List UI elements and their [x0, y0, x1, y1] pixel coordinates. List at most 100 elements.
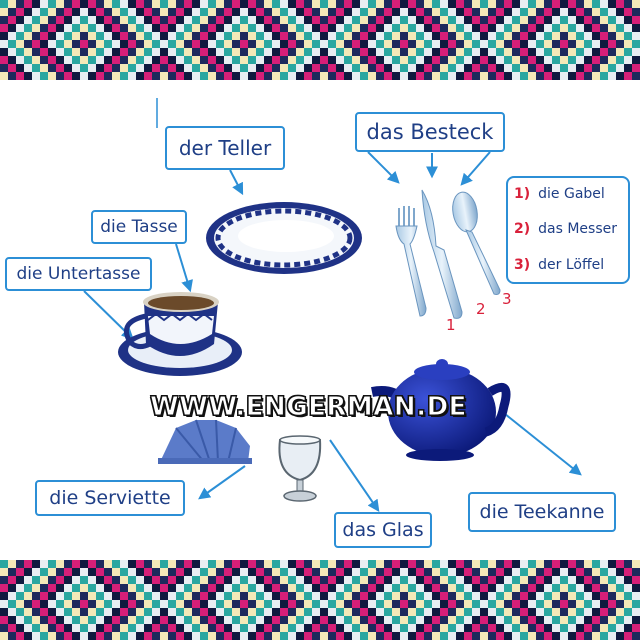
pattern-cell: [344, 16, 352, 24]
pattern-cell: [328, 40, 336, 48]
pattern-cell: [112, 48, 120, 56]
pattern-cell: [288, 592, 296, 600]
pattern-cell: [608, 32, 616, 40]
pattern-cell: [632, 32, 640, 40]
pattern-cell: [152, 32, 160, 40]
pattern-cell: [576, 40, 584, 48]
pattern-cell: [600, 632, 608, 640]
pattern-cell: [72, 624, 80, 632]
pattern-cell: [600, 40, 608, 48]
pattern-cell: [48, 8, 56, 16]
pattern-cell: [312, 72, 320, 80]
pattern-cell: [32, 72, 40, 80]
label-serviette: die Serviette: [35, 480, 185, 516]
cup-saucer-icon: [118, 292, 242, 376]
pattern-cell: [48, 608, 56, 616]
pattern-cell: [560, 24, 568, 32]
pattern-cell: [456, 56, 464, 64]
pattern-cell: [624, 0, 632, 8]
pattern-cell: [128, 64, 136, 72]
pattern-cell: [56, 24, 64, 32]
pattern-cell: [328, 624, 336, 632]
pattern-cell: [336, 0, 344, 8]
pattern-cell: [624, 64, 632, 72]
arrow-besteck-right: [460, 151, 491, 186]
pattern-cell: [544, 16, 552, 24]
pattern-cell: [280, 72, 288, 80]
cutlery-label: das Messer: [538, 221, 617, 237]
pattern-cell: [136, 32, 144, 40]
pattern-cell: [360, 32, 368, 40]
pattern-cell: [192, 560, 200, 568]
pattern-cell: [168, 608, 176, 616]
pattern-cell: [240, 568, 248, 576]
pattern-cell: [184, 632, 192, 640]
pattern-cell: [0, 0, 8, 8]
pattern-cell: [128, 48, 136, 56]
pattern-cell: [264, 624, 272, 632]
pattern-cell: [112, 608, 120, 616]
pattern-cell: [24, 616, 32, 624]
pattern-cell: [480, 40, 488, 48]
pattern-cell: [528, 624, 536, 632]
pattern-cell: [416, 592, 424, 600]
pattern-cell: [200, 624, 208, 632]
pattern-cell: [392, 560, 400, 568]
pattern-cell: [592, 64, 600, 72]
pattern-cell: [600, 56, 608, 64]
pattern-cell: [440, 56, 448, 64]
pattern-cell: [280, 64, 288, 72]
pattern-cell: [184, 584, 192, 592]
pattern-cell: [288, 24, 296, 32]
pattern-cell: [32, 560, 40, 568]
pattern-cell: [192, 632, 200, 640]
pattern-cell: [536, 64, 544, 72]
pattern-cell: [80, 32, 88, 40]
pattern-cell: [120, 592, 128, 600]
pattern-cell: [280, 8, 288, 16]
pattern-cell: [416, 72, 424, 80]
pattern-cell: [192, 608, 200, 616]
pattern-cell: [16, 0, 24, 8]
pattern-cell: [176, 48, 184, 56]
pattern-cell: [568, 632, 576, 640]
pattern-cell: [408, 40, 416, 48]
pattern-cell: [128, 624, 136, 632]
pattern-cell: [272, 632, 280, 640]
pattern-cell: [16, 32, 24, 40]
pattern-cell: [216, 48, 224, 56]
pattern-cell: [240, 600, 248, 608]
pattern-cell: [264, 600, 272, 608]
pattern-cell: [592, 568, 600, 576]
pattern-cell: [536, 48, 544, 56]
pattern-cell: [432, 560, 440, 568]
pattern-cell: [16, 64, 24, 72]
pattern-cell: [184, 56, 192, 64]
pattern-cell: [512, 568, 520, 576]
pattern-cell: [344, 560, 352, 568]
pattern-cell: [120, 72, 128, 80]
pattern-cell: [456, 576, 464, 584]
pattern-cell: [88, 8, 96, 16]
pattern-cell: [240, 56, 248, 64]
pattern-cell: [592, 0, 600, 8]
pattern-cell: [184, 624, 192, 632]
pattern-cell: [216, 56, 224, 64]
pattern-cell: [384, 24, 392, 32]
pattern-cell: [384, 48, 392, 56]
pattern-cell: [152, 48, 160, 56]
pattern-cell: [216, 584, 224, 592]
pattern-cell: [344, 624, 352, 632]
pattern-cell: [568, 56, 576, 64]
pattern-cell: [424, 616, 432, 624]
pattern-cell: [584, 48, 592, 56]
pattern-cell: [80, 632, 88, 640]
pattern-cell: [400, 64, 408, 72]
pattern-cell: [624, 8, 632, 16]
pattern-cell: [488, 560, 496, 568]
pattern-cell: [192, 64, 200, 72]
pattern-cell: [616, 584, 624, 592]
pattern-cell: [376, 0, 384, 8]
pattern-cell: [208, 568, 216, 576]
pattern-cell: [264, 0, 272, 8]
